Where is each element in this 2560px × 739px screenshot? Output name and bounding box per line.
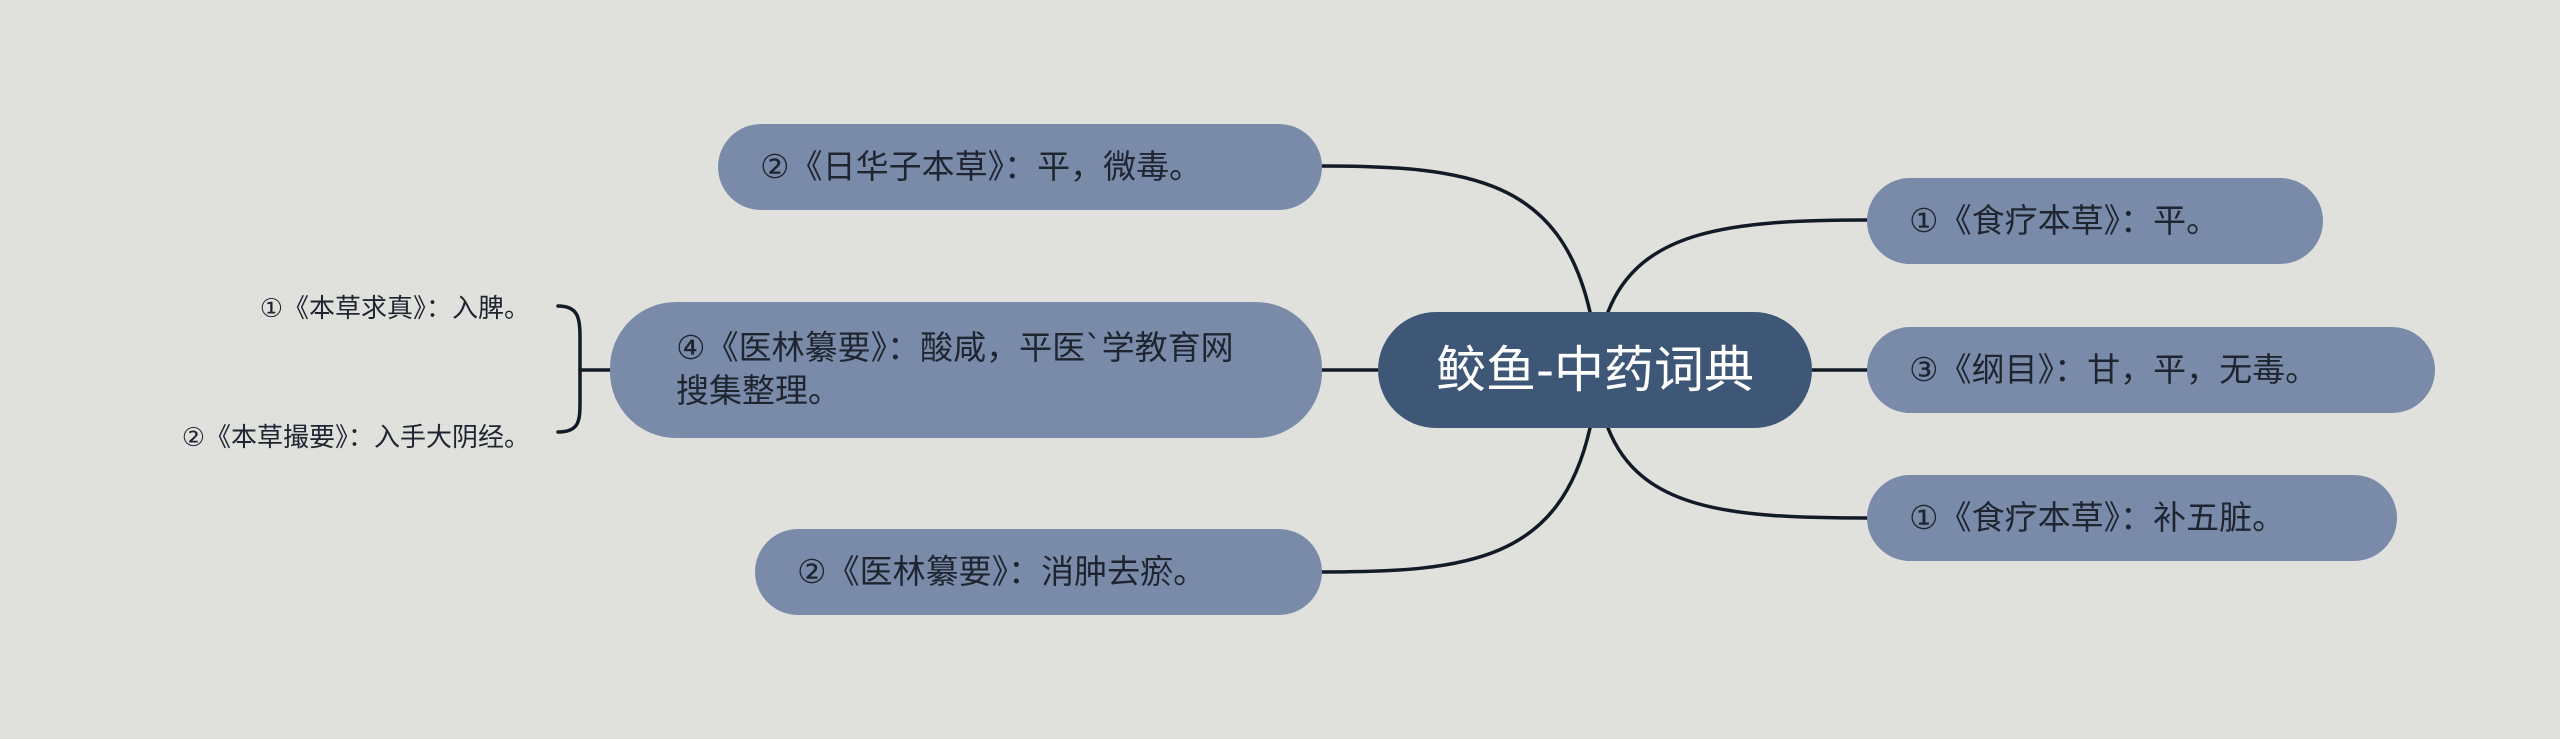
root-node[interactable]: 鲛鱼-中药词典 <box>1378 312 1812 428</box>
right-node-1-label: ①《食疗本草》：平。 <box>1909 200 2220 240</box>
left-node-2-label: ④《医林纂要》：酸咸，平医`学教育网搜集整理。 <box>676 328 1234 410</box>
right-node-3[interactable]: ①《食疗本草》：补五脏。 <box>1867 475 2397 561</box>
connector-left-3 <box>1320 426 1592 574</box>
leaf-bracket <box>556 304 582 434</box>
connector-right-3 <box>1606 426 1869 520</box>
connector-right-1 <box>1606 218 1869 314</box>
left-node-1[interactable]: ②《日华子本草》：平，微毒。 <box>718 124 1322 210</box>
left-node-3[interactable]: ②《医林纂要》：消肿去瘀。 <box>755 529 1322 615</box>
left-node-3-label: ②《医林纂要》：消肿去瘀。 <box>797 551 1207 591</box>
leaf-item-1[interactable]: ①《本草求真》：入脾。 <box>259 294 530 324</box>
right-node-2-label: ③《纲目》：甘，平，无毒。 <box>1909 349 2319 389</box>
right-node-2[interactable]: ③《纲目》：甘，平，无毒。 <box>1867 327 2435 413</box>
left-node-1-label: ②《日华子本草》：平，微毒。 <box>760 146 1203 186</box>
right-node-1[interactable]: ①《食疗本草》：平。 <box>1867 178 2323 264</box>
left-node-2[interactable]: ④《医林纂要》：酸咸，平医`学教育网搜集整理。 <box>610 302 1322 438</box>
root-label: 鲛鱼-中药词典 <box>1435 340 1755 399</box>
right-node-3-label: ①《食疗本草》：补五脏。 <box>1909 497 2286 537</box>
leaf-item-2[interactable]: ②《本草撮要》：入手大阴经。 <box>181 423 530 453</box>
connector-left-1 <box>1320 164 1592 314</box>
